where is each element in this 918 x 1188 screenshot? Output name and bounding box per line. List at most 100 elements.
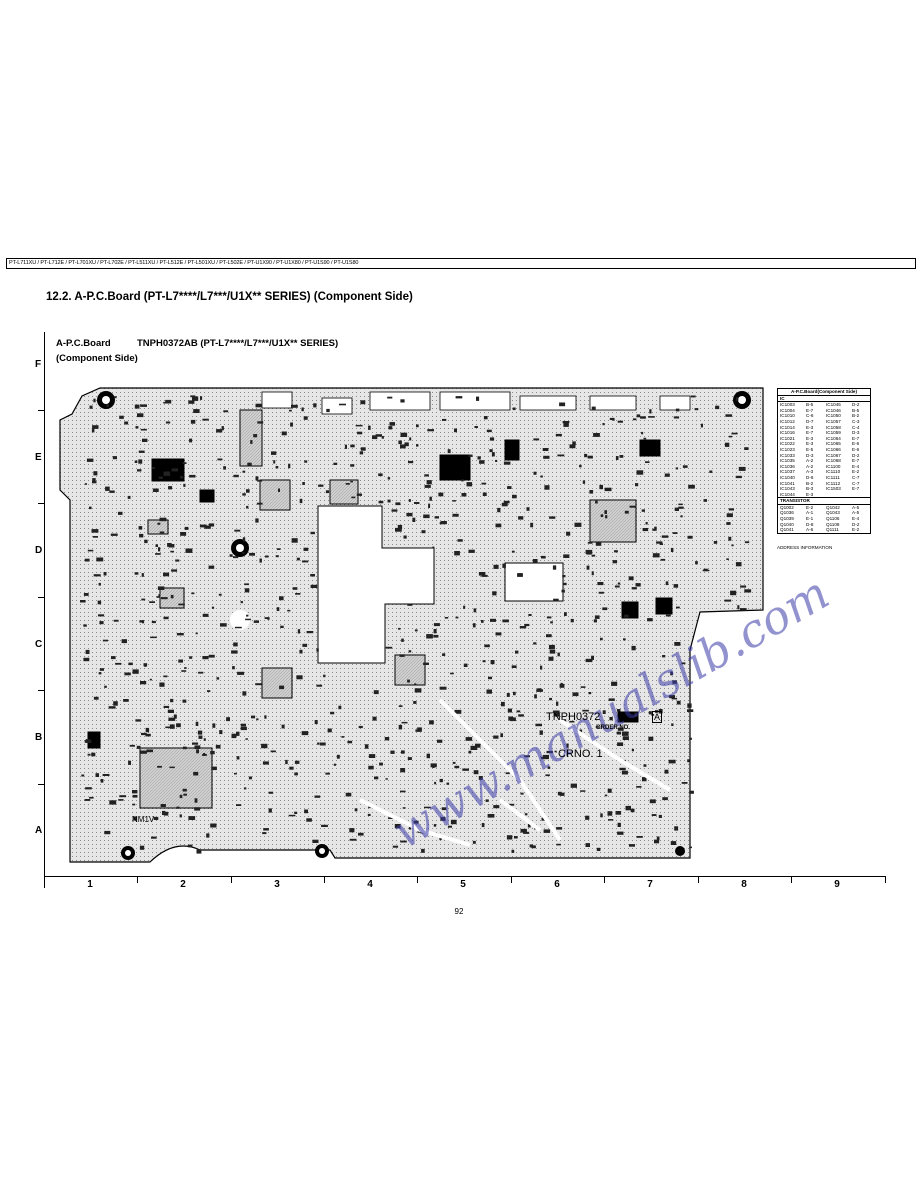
- smd-pad: [84, 740, 92, 743]
- smd-pad: [198, 735, 203, 739]
- smd-pad: [680, 515, 683, 518]
- smd-pad: [468, 750, 472, 754]
- smd-pad: [506, 835, 513, 840]
- smd-pad: [202, 613, 209, 617]
- smd-pad: [149, 601, 155, 603]
- smd-pad: [557, 454, 565, 457]
- smd-pad: [160, 597, 168, 600]
- smd-pad: [512, 494, 517, 499]
- smd-pad: [609, 417, 614, 420]
- smd-pad: [492, 591, 497, 596]
- section-title: 12.2. A-P.C.Board (PT-L7****/L7***/U1X**…: [46, 291, 413, 303]
- smd-pad: [133, 816, 137, 821]
- smd-pad: [586, 565, 590, 570]
- smd-pad: [403, 535, 407, 539]
- smd-pad: [645, 461, 650, 463]
- smd-pad: [217, 458, 223, 461]
- smd-pad: [168, 717, 176, 721]
- smd-pad: [725, 414, 733, 417]
- smd-pad: [617, 742, 624, 746]
- smd-pad: [628, 576, 634, 581]
- smd-pad: [612, 560, 618, 564]
- smd-pad: [294, 772, 298, 776]
- smd-pad: [616, 709, 621, 712]
- table-cell: E-2: [852, 469, 860, 475]
- table-cell: IC1037: [780, 469, 795, 475]
- smd-pad: [289, 409, 292, 412]
- smd-pad: [389, 422, 395, 426]
- smd-pad: [267, 617, 270, 620]
- smd-pad: [511, 665, 517, 668]
- table-cell: IC1058: [826, 424, 841, 430]
- smd-pad: [242, 537, 246, 542]
- row-label-c: C: [35, 639, 43, 650]
- table-cell: E-7: [852, 486, 860, 492]
- table-cell: IC1110: [826, 469, 841, 475]
- smd-pad: [587, 542, 593, 544]
- smd-pad: [178, 603, 185, 606]
- smd-pad: [190, 395, 196, 398]
- smd-pad: [468, 454, 473, 457]
- smd-pad: [157, 765, 162, 768]
- smd-pad: [303, 416, 308, 420]
- smd-pad: [676, 606, 680, 609]
- table-cell: C-4: [852, 424, 860, 430]
- row-tick: [38, 410, 44, 411]
- smd-pad: [151, 620, 156, 624]
- smd-pad: [350, 444, 355, 448]
- smd-pad: [92, 478, 96, 483]
- smd-pad: [672, 532, 678, 534]
- smd-pad: [670, 671, 673, 676]
- smd-pad: [513, 691, 516, 696]
- smd-pad: [537, 688, 542, 692]
- smd-pad: [544, 485, 550, 490]
- table-cell: D-2: [852, 521, 860, 527]
- smd-pad: [450, 819, 457, 825]
- smd-pad: [167, 709, 174, 713]
- smd-pad: [629, 844, 635, 847]
- smd-pad: [675, 408, 680, 412]
- table-cell: E-1: [806, 516, 814, 522]
- smd-pad: [157, 586, 165, 590]
- smd-pad: [572, 692, 579, 697]
- table-cell: A-6: [806, 527, 814, 533]
- table-cell: E-3: [806, 491, 814, 497]
- smd-pad: [395, 502, 401, 506]
- smd-pad: [619, 455, 624, 458]
- smd-pad: [617, 831, 624, 835]
- smd-pad: [193, 771, 199, 776]
- smd-pad: [139, 845, 145, 850]
- smd-pad: [367, 813, 371, 816]
- smd-pad: [140, 681, 147, 685]
- table-cell: D-8: [806, 521, 814, 527]
- smd-pad: [662, 655, 666, 658]
- smd-pad: [511, 849, 515, 853]
- smd-pad: [623, 638, 626, 641]
- smd-pad: [426, 634, 433, 639]
- smd-pad: [635, 583, 641, 587]
- smd-pad: [301, 407, 304, 412]
- smd-pad: [179, 794, 183, 799]
- smd-pad: [378, 473, 383, 477]
- smd-pad: [570, 783, 577, 788]
- table-cell: IC1059: [826, 430, 841, 436]
- smd-pad: [80, 600, 86, 603]
- smd-pad: [236, 804, 242, 806]
- smd-pad: [387, 396, 393, 399]
- smd-pad: [640, 416, 646, 419]
- smd-pad: [170, 594, 174, 599]
- smd-pad: [127, 495, 131, 499]
- smd-pad: [96, 557, 104, 562]
- smd-pad: [302, 482, 305, 485]
- smd-pad: [624, 510, 629, 514]
- smd-pad: [582, 709, 589, 712]
- smd-pad: [427, 429, 434, 432]
- smd-pad: [359, 451, 364, 455]
- smd-pad: [462, 768, 469, 771]
- smd-pad: [378, 500, 384, 504]
- smd-pad: [673, 416, 680, 419]
- table-cell: IC1041: [780, 480, 795, 486]
- smd-pad: [400, 432, 408, 437]
- smd-pad: [257, 421, 264, 424]
